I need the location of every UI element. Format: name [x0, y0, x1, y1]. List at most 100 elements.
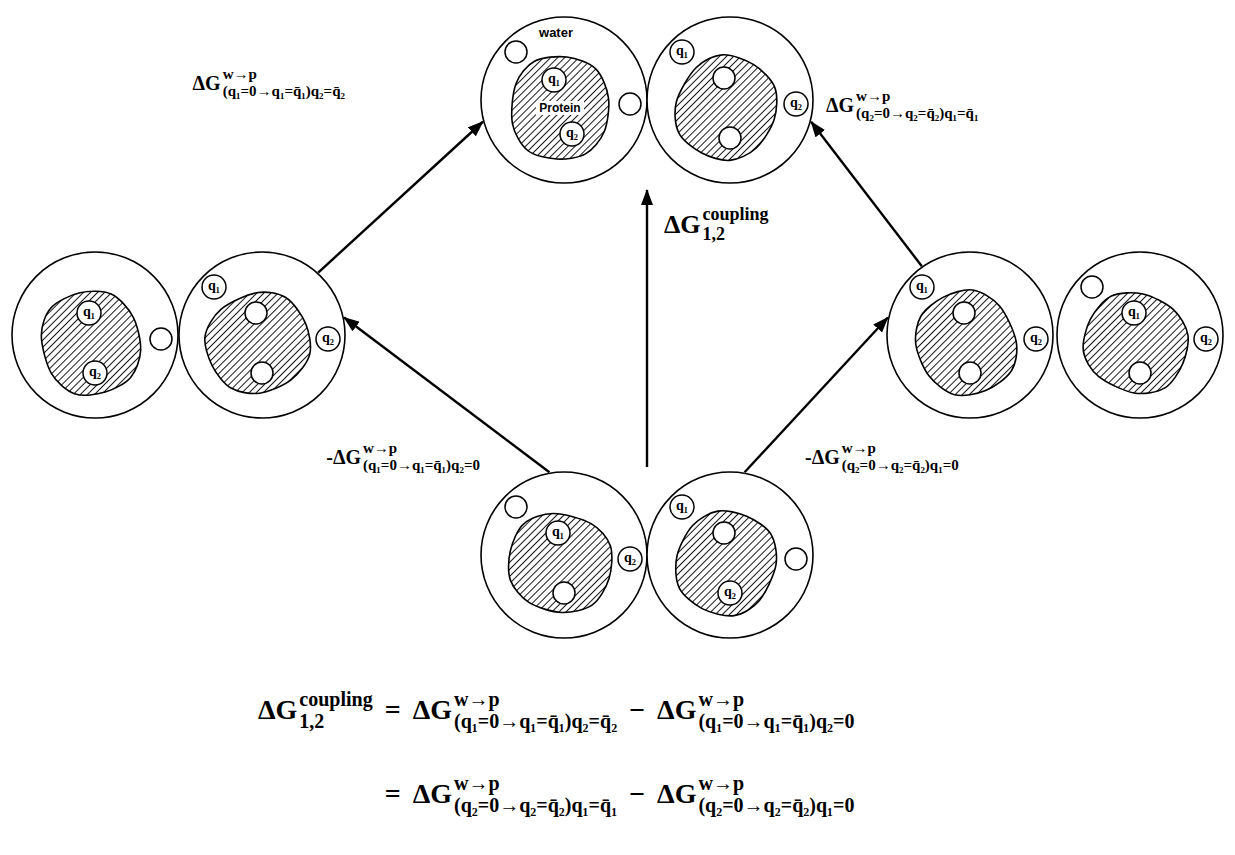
charge-label: q₂: [1030, 331, 1042, 345]
protein-region: Protein q₁ q₂: [505, 53, 615, 163]
arrow-label: ΔGw→p(q₂=0→q₂=q̄₂)q₁=q̄₁: [826, 88, 978, 121]
charge-site: q₁: [545, 520, 571, 546]
charge-ring: [670, 495, 694, 519]
script-stack: w→p(q₂=0→q₂=q̄₂)q₁=q̄₁: [454, 772, 617, 816]
superscript: coupling: [703, 205, 769, 225]
transfer-arrow: [318, 122, 483, 273]
subscript: (q₂=0→q₂=q̄₂)q₁=q̄₁: [856, 105, 978, 122]
charge-label: q₁: [552, 525, 564, 539]
charge-site: q₂: [559, 121, 585, 147]
transfer-arrow: [344, 318, 549, 473]
charge-label: q₁: [548, 72, 560, 86]
operator: −: [617, 779, 657, 810]
charge-ring: [718, 581, 742, 605]
charge-label: q₁: [1128, 305, 1140, 319]
charge-site: q₁: [909, 274, 935, 300]
solvent-sphere: q₁ q₂: [886, 251, 1054, 419]
charge-ring: [560, 122, 584, 146]
neutral-site: [251, 362, 273, 384]
charge-ring: [1024, 327, 1048, 351]
energy-symbol: ΔG: [413, 695, 452, 726]
script-stack: w→p(q₁=0→q₁=q̄₁)q₂=0: [698, 688, 854, 732]
equation-line: =ΔGw→p(q₂=0→q₂=q̄₂)q₁=q̄₁−ΔGw→p(q₂=0→q₂=…: [373, 772, 855, 816]
solvent-sphere: q₁ q₂: [480, 471, 648, 639]
neutral-site: [713, 67, 735, 89]
operator: −: [617, 695, 657, 726]
solvent-sphere: q₁ q₂: [646, 471, 814, 639]
subscript: 1,2: [703, 225, 769, 245]
energy-symbol: ΔG: [193, 72, 221, 94]
subscript: (q₂=0→q₂=q̄₂)q₁=q̄₁: [454, 794, 617, 816]
charge-label: q₂: [1200, 331, 1212, 345]
neutral-site: [505, 496, 527, 518]
script-stack: coupling1,2: [703, 205, 769, 245]
water-boundary: [481, 472, 647, 638]
charge-site: q₂: [1193, 326, 1219, 352]
transfer-arrow: [646, 190, 648, 467]
charge-label: q₂: [724, 585, 736, 599]
solvent-sphere: q₁ q₂: [1056, 251, 1224, 419]
energy-symbol: ΔG: [826, 94, 854, 116]
operator: =: [373, 695, 413, 726]
energy-symbol: ΔG: [657, 695, 696, 726]
subscript: (q₁=0→q₁=q̄₁)q₂=q̄₂: [454, 710, 617, 732]
superscript: coupling: [299, 688, 372, 710]
charge-ring: [784, 92, 808, 116]
water-boundary: [179, 252, 345, 418]
neutral-site: [713, 522, 735, 544]
arrow-label: -ΔGw→p(q₁=0→q₁=q̄₁)q₂=0: [326, 440, 480, 473]
subscript: (q₂=0→q₂=q̄₂)q₁=0: [842, 457, 959, 474]
script-stack: coupling1,2: [299, 688, 372, 732]
script-stack: w→p(q₁=0→q₁=q̄₁)q₂=0: [363, 440, 480, 473]
arrow-label: ΔGcoupling1,2: [664, 205, 769, 245]
superscript: w→p: [223, 66, 345, 83]
charge-site: q₂: [783, 91, 809, 117]
energy-symbol: ΔG: [413, 779, 452, 810]
equation-line: ΔGcoupling1,2=ΔGw→p(q₁=0→q₁=q̄₁)q₂=q̄₂−Δ…: [258, 688, 854, 732]
protein-body: [41, 291, 140, 395]
protein-body: [509, 513, 612, 612]
energy-symbol: -ΔG: [805, 446, 840, 468]
superscript: w→p: [698, 772, 854, 794]
charge-site: q₁: [76, 300, 102, 326]
arrow-label: ΔGw→p(q₁=0→q₁=q̄₁)q₂=q̄₂: [193, 66, 345, 99]
sphere-outline: [646, 471, 814, 639]
solvent-sphere: waterProteinq₁q₂: [480, 16, 648, 184]
transfer-arrow: [811, 122, 922, 266]
water-boundary: [647, 472, 813, 638]
region-label: Protein: [536, 101, 583, 115]
charge-ring: [316, 327, 340, 351]
charge-label: q₂: [624, 551, 636, 565]
neutral-site: [953, 302, 975, 324]
script-stack: w→p(q₂=0→q₂=q̄₂)q₁=q̄₁: [856, 88, 978, 121]
charge-site: q₁: [541, 67, 567, 93]
protein-body: [205, 292, 311, 393]
superscript: w→p: [363, 440, 480, 457]
charge-label: q₁: [208, 279, 220, 293]
script-stack: w→p(q₂=0→q₂=q̄₂)q₁=0: [842, 440, 959, 473]
superscript: w→p: [454, 688, 617, 710]
water-boundary: [481, 17, 647, 183]
neutral-site: [719, 127, 741, 149]
charge-label: q₂: [322, 331, 334, 345]
neutral-site: [619, 93, 641, 115]
protein-body: [915, 290, 1016, 396]
charge-site: q₁: [669, 39, 695, 65]
protein-body: [676, 511, 777, 616]
protein-body: [675, 55, 777, 161]
superscript: w→p: [856, 88, 978, 105]
subscript: (q₁=0→q₁=q̄₁)q₂=q̄₂: [223, 83, 345, 100]
subscript: 1,2: [299, 710, 372, 732]
charge-label: q₁: [83, 305, 95, 319]
charge-site: q₂: [82, 360, 108, 386]
charge-site: q₂: [617, 546, 643, 572]
charge-ring: [83, 361, 107, 385]
subscript: (q₁=0→q₁=q̄₁)q₂=0: [363, 457, 480, 474]
charge-label: q₂: [790, 96, 802, 110]
neutral-site: [553, 582, 575, 604]
subscript: (q₁=0→q₁=q̄₁)q₂=0: [698, 710, 854, 732]
charge-site: q₁: [201, 274, 227, 300]
solvent-sphere: q₁ q₂: [11, 251, 179, 419]
superscript: w→p: [454, 772, 617, 794]
charge-label: q₁: [676, 499, 688, 513]
